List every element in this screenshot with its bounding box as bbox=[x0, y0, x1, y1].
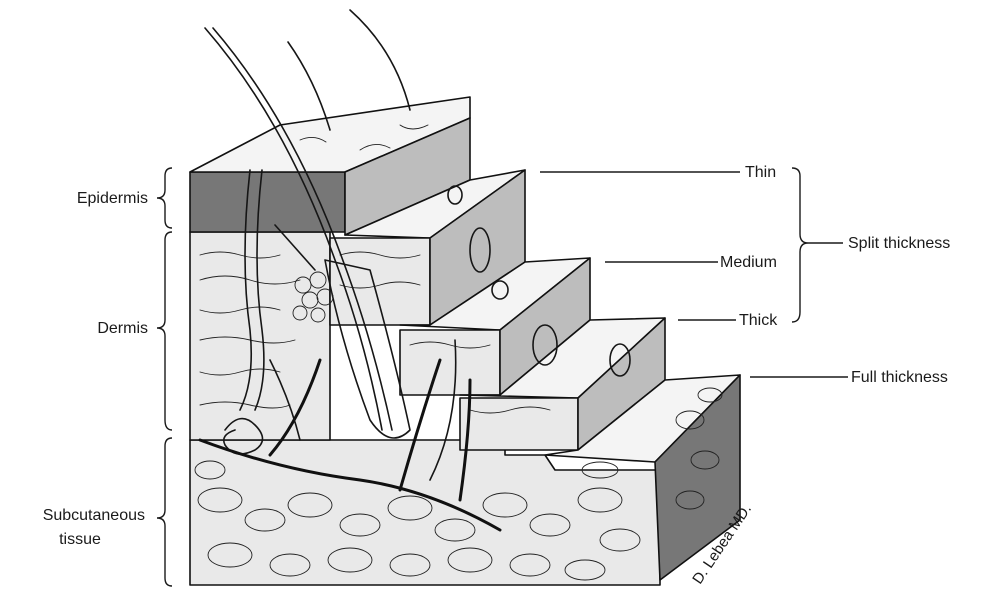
medium-label: Medium bbox=[720, 254, 777, 271]
left-braces bbox=[157, 168, 172, 586]
dermis-brace bbox=[157, 232, 172, 430]
subcutaneous-label-line2: tissue bbox=[59, 531, 101, 548]
epidermis-label: Epidermis bbox=[77, 190, 148, 207]
thick-step-front bbox=[400, 330, 500, 395]
split-thickness-label: Split thickness bbox=[848, 235, 950, 252]
full-step-front bbox=[460, 398, 578, 450]
subcutaneous-label-line1: Subcutaneous bbox=[43, 507, 145, 524]
subcutaneous-brace bbox=[157, 438, 172, 586]
dermis-label: Dermis bbox=[97, 320, 148, 337]
hair-shaft-right bbox=[350, 10, 410, 110]
full-thickness-label: Full thickness bbox=[851, 369, 948, 386]
thick-label: Thick bbox=[739, 312, 778, 329]
hair-shaft-middle bbox=[288, 42, 330, 130]
thin-label: Thin bbox=[745, 164, 776, 181]
split-thickness-brace bbox=[792, 168, 808, 322]
epidermis-brace bbox=[157, 168, 172, 228]
medium-step-front bbox=[330, 238, 430, 325]
subcutaneous-face bbox=[190, 440, 660, 585]
